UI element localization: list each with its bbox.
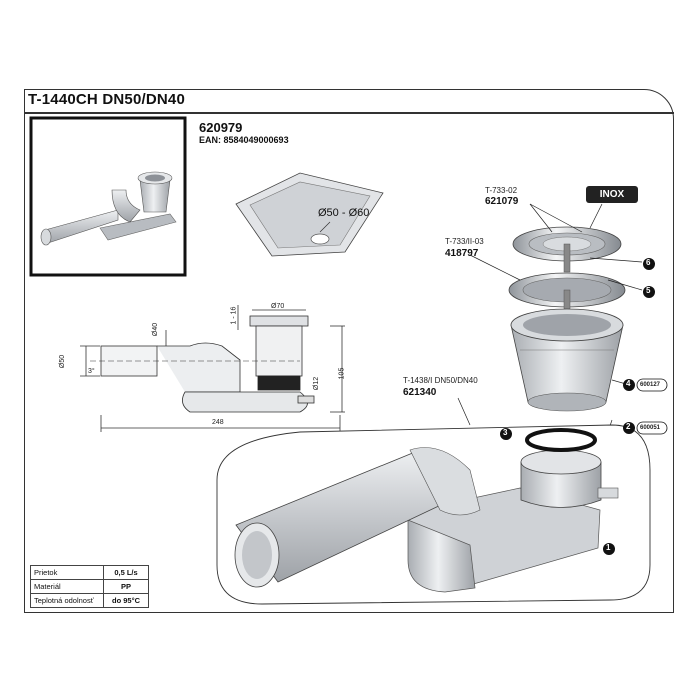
grate-number: 621079 xyxy=(485,196,519,207)
page-title: T-1440CH DN50/DN40 xyxy=(28,91,185,108)
product-photo xyxy=(29,116,187,277)
enlarged-body xyxy=(216,424,651,605)
callout-3: 3 xyxy=(503,428,508,437)
ring-number: 418797 xyxy=(445,248,479,259)
flange-size-label: Ø50 - Ø60 xyxy=(318,207,370,219)
dim-d40: Ø40 xyxy=(152,322,160,337)
side-view-drawing xyxy=(80,305,345,432)
ring-code: T-733/II-03 xyxy=(445,237,484,246)
callout-5: 5 xyxy=(646,286,651,295)
callout-2: 2 xyxy=(626,422,631,431)
ean-code: EAN: 8584049000693 xyxy=(199,135,289,145)
table-row: Materiál PP xyxy=(30,579,149,594)
spec-key: Teplotná odolnosť xyxy=(30,593,104,608)
product-number: 620979 xyxy=(199,120,243,135)
callout-4-code: 600127 xyxy=(640,382,661,388)
dim-w248: 248 xyxy=(212,419,224,426)
dim-angle: 3° xyxy=(88,368,95,375)
dim-d70: Ø70 xyxy=(271,303,285,310)
dim-h105: 105 xyxy=(338,367,346,380)
callout-1: 1 xyxy=(606,543,611,552)
dim-d12: Ø12 xyxy=(313,376,321,391)
body-code: T-1438/I DN50/DN40 xyxy=(403,376,478,385)
table-row: Teplotná odolnosť do 95°C xyxy=(30,593,149,608)
title-divider xyxy=(24,112,674,114)
spec-value: PP xyxy=(103,579,149,594)
spec-key: Materiál xyxy=(30,579,104,594)
flange-illustration xyxy=(235,172,384,257)
callout-markers xyxy=(500,258,668,555)
grate-code: T-733-02 xyxy=(485,186,518,195)
table-row: Prietok 0,5 L/s xyxy=(30,565,149,580)
spec-key: Prietok xyxy=(30,565,104,580)
callout-2-code: 600051 xyxy=(640,425,661,431)
dim-d50: Ø50 xyxy=(59,354,67,369)
spec-value: do 95°C xyxy=(103,593,149,608)
dim-range: 1 - 16 xyxy=(230,306,238,325)
grate-exploded xyxy=(508,226,626,412)
inox-badge: INOX xyxy=(586,186,638,203)
spec-table: Prietok 0,5 L/s Materiál PP Teplotná odo… xyxy=(30,565,149,608)
callout-6: 6 xyxy=(646,258,651,267)
body-number: 621340 xyxy=(403,387,437,398)
spec-value: 0,5 L/s xyxy=(103,565,149,580)
callout-4: 4 xyxy=(626,379,631,388)
